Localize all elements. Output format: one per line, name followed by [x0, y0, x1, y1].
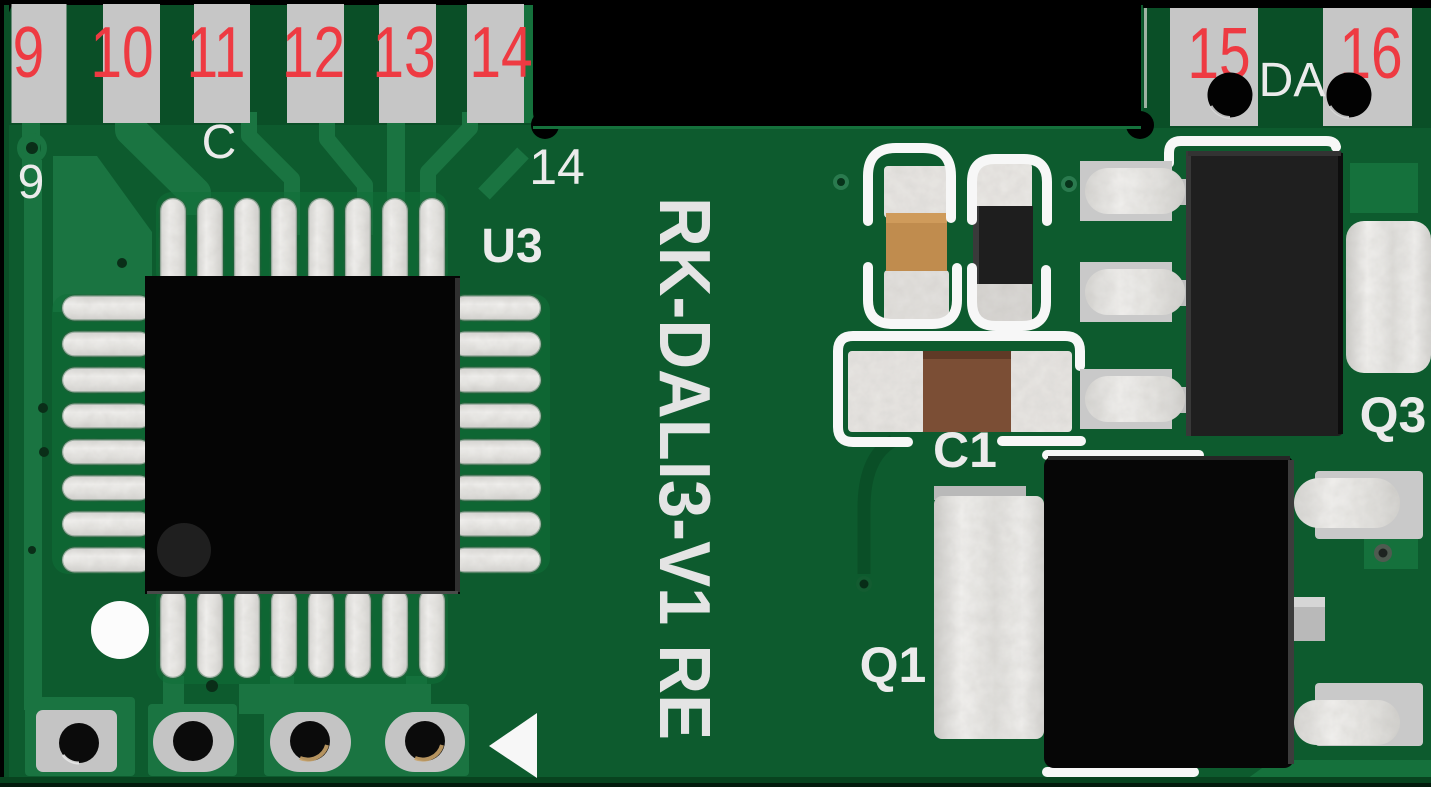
- svg-text:Q1: Q1: [860, 637, 927, 693]
- svg-text:U3: U3: [481, 220, 542, 273]
- svg-text:14: 14: [529, 139, 585, 195]
- svg-text:C: C: [202, 116, 237, 169]
- svg-text:13: 13: [372, 12, 435, 93]
- svg-text:Q3: Q3: [1360, 387, 1427, 443]
- svg-text:C1: C1: [933, 422, 997, 478]
- svg-text:9: 9: [18, 156, 45, 209]
- svg-text:DA: DA: [1259, 54, 1326, 107]
- svg-text:RK-DALI3-V1 RE: RK-DALI3-V1 RE: [644, 197, 724, 740]
- svg-text:10: 10: [90, 12, 153, 93]
- svg-text:11: 11: [186, 12, 245, 93]
- svg-text:12: 12: [282, 12, 345, 93]
- svg-text:9: 9: [13, 12, 45, 93]
- svg-text:14: 14: [469, 12, 532, 93]
